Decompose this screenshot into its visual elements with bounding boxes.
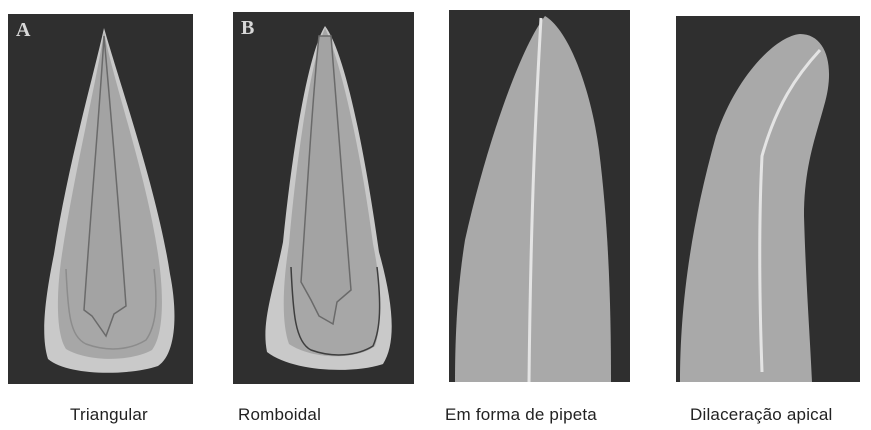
panel-letter-a: A [16,19,31,41]
panel-letter-b: B [241,17,254,39]
panel-triangular: A [8,14,193,384]
triangular-apex-diagram: A [8,14,193,384]
dilaceracao-apex-diagram [676,16,860,382]
pipeta-apex-diagram [449,10,630,382]
caption-romboidal: Romboidal [238,405,321,425]
romboidal-apex-diagram: B [233,12,414,384]
panel-pipeta [449,10,630,382]
caption-dilaceracao: Dilaceração apical [690,405,833,425]
caption-pipeta: Em forma de pipeta [445,405,597,425]
panel-romboidal: B [233,12,414,384]
panel-dilaceracao [676,16,860,382]
caption-triangular: Triangular [70,405,148,425]
